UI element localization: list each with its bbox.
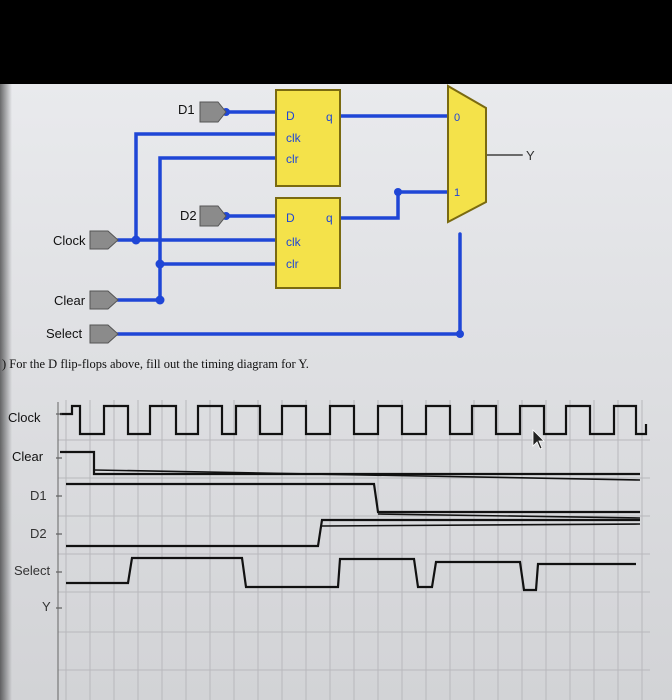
flipflop-top-q: q	[326, 110, 333, 124]
junction-clock	[131, 235, 141, 245]
pin-d2	[199, 205, 227, 227]
waveform-clock	[60, 404, 648, 436]
mux-in1: 1	[454, 187, 460, 199]
flipflop-bottom-d: D	[286, 211, 295, 225]
wire-bottom-q	[338, 190, 450, 220]
timing-label-select: Select	[14, 563, 51, 578]
output-label-y: Y	[526, 148, 535, 163]
mouse-cursor-icon	[532, 429, 545, 450]
left-edge-shadow	[0, 84, 12, 700]
timing-axis-ticks	[56, 402, 62, 700]
pin-select	[89, 324, 119, 344]
waveform-clear	[60, 450, 640, 476]
flipflop-top-body	[275, 89, 341, 187]
timing-labels: Clock Clear D1 D2 Select Y	[8, 410, 51, 614]
wire-clear	[116, 156, 278, 302]
wire-clock-top	[134, 132, 278, 242]
junction-clear-top	[155, 259, 165, 269]
waveform-d2	[66, 518, 640, 548]
flipflop-bottom-q: q	[326, 211, 333, 225]
pin-d1	[199, 101, 227, 123]
label-d1: D1	[178, 102, 195, 117]
junction-select	[456, 330, 464, 338]
label-clock: Clock	[53, 233, 86, 248]
waveform-select	[66, 556, 636, 592]
label-d2: D2	[180, 208, 197, 223]
flipflop-top: D q clk clr	[275, 89, 341, 187]
pin-clear	[89, 290, 119, 310]
timing-label-y: Y	[42, 599, 51, 614]
junction-clear	[155, 295, 165, 305]
waveform-d2-rail	[321, 523, 641, 527]
label-clear: Clear	[54, 293, 86, 308]
flipflop-bottom-clr: clr	[286, 257, 299, 271]
question-text: ) For the D flip-flops above, fill out t…	[2, 357, 309, 371]
timing-grid	[58, 400, 650, 700]
pin-clock	[89, 230, 119, 250]
flipflop-top-d: D	[286, 109, 295, 123]
waveform-clear-rail	[93, 469, 641, 481]
waveform-d1-rail	[377, 513, 641, 519]
timing-diagram: Clock Clear D1 D2 Select Y	[8, 400, 650, 700]
mux-body	[447, 84, 487, 224]
flipflop-bottom-body	[275, 197, 341, 289]
flipflop-top-clk: clk	[286, 131, 302, 145]
timing-label-clear: Clear	[12, 449, 44, 464]
label-select: Select	[46, 326, 83, 341]
waveforms	[60, 404, 648, 592]
timing-label-d2: D2	[30, 526, 47, 541]
input-labels: D1 D2 Clock Clear Select	[46, 102, 197, 341]
flipflop-bottom: D q clk clr	[275, 197, 341, 289]
circuit-diagram: D1 D2 Clock Clear Select D q clk clr	[46, 84, 535, 344]
timing-label-clock: Clock	[8, 410, 41, 425]
input-pins	[89, 101, 227, 344]
mux-in0: 0	[454, 112, 460, 124]
junction-bottom-q	[394, 188, 402, 196]
flipflop-top-clr: clr	[286, 152, 299, 166]
waveform-d1	[66, 482, 640, 514]
flipflop-bottom-clk: clk	[286, 235, 302, 249]
timing-label-d1: D1	[30, 488, 47, 503]
multiplexer: 0 1	[447, 84, 487, 224]
